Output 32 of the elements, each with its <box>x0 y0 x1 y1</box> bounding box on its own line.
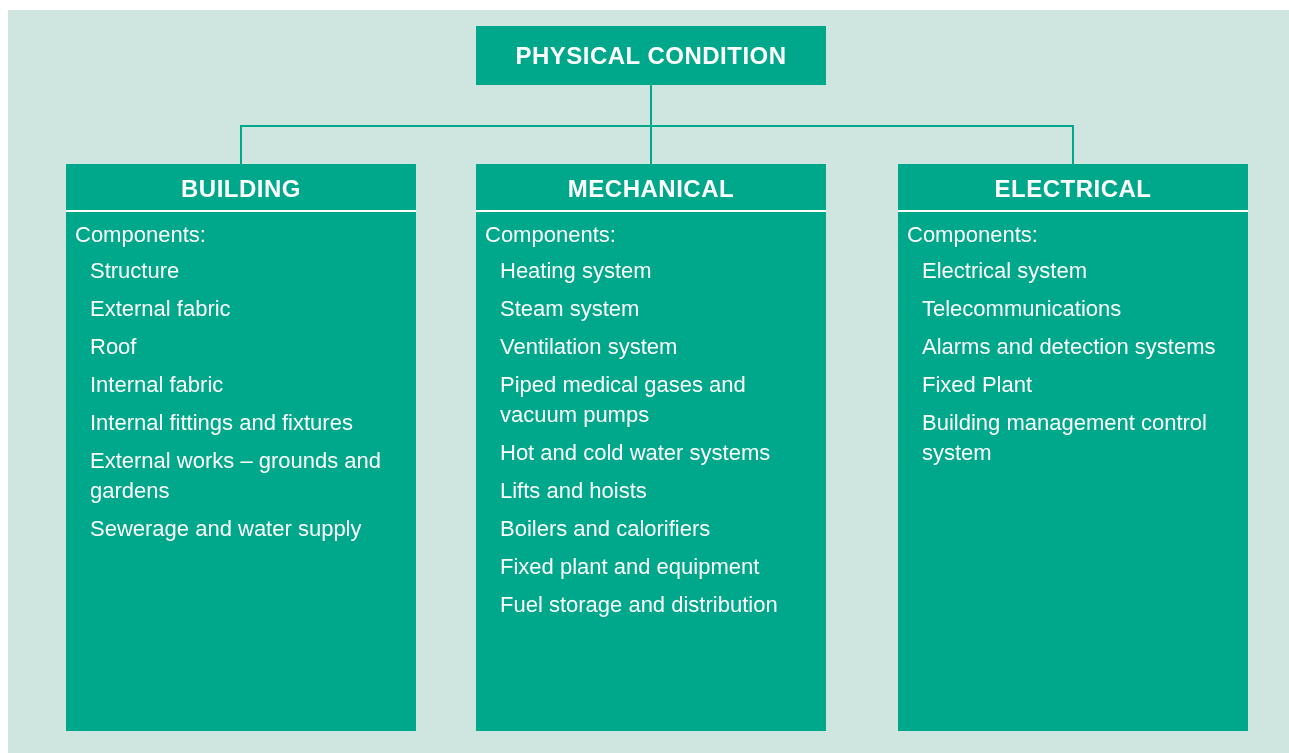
list-item: Piped medical gases and vacuum pumps <box>500 371 747 429</box>
category-box <box>898 164 1248 731</box>
list-item: Steam system <box>500 295 641 323</box>
box-heading: ELECTRICAL <box>898 164 1248 212</box>
category-box <box>66 164 416 731</box>
list-item: Building management control system <box>922 409 1208 467</box>
list-item: Internal fittings and fixtures <box>90 409 354 437</box>
list-item: Fixed Plant <box>922 371 1034 399</box>
list-item: Roof <box>90 333 138 361</box>
list-item: Boilers and calorifiers <box>500 515 712 543</box>
list-item: Lifts and hoists <box>500 477 648 505</box>
list-item: External fabric <box>90 295 232 323</box>
list-item: Heating system <box>500 257 653 285</box>
list-item: Electrical system <box>922 257 1089 285</box>
list-item: Structure <box>90 257 181 285</box>
list-item: Internal fabric <box>90 371 225 399</box>
list-item: Fixed plant and equipment <box>500 553 761 581</box>
list-heading: Components: <box>485 222 617 248</box>
box-heading: BUILDING <box>66 164 416 212</box>
list-item: Telecommunications <box>922 295 1123 323</box>
list-item: Sewerage and water supply <box>90 515 363 543</box>
list-item: Alarms and detection systems <box>922 333 1217 361</box>
root-box <box>476 26 826 85</box>
box-heading: MECHANICAL <box>476 164 826 212</box>
box-title: PHYSICAL CONDITION <box>515 41 787 70</box>
list-item: Fuel storage and distribution <box>500 591 779 619</box>
category-box <box>476 164 826 731</box>
list-item: Hot and cold water systems <box>500 439 772 467</box>
list-heading: Components: <box>907 222 1039 248</box>
list-heading: Components: <box>75 222 207 248</box>
list-item: Ventilation system <box>500 333 679 361</box>
list-item: External works – grounds and gardens <box>90 447 383 505</box>
